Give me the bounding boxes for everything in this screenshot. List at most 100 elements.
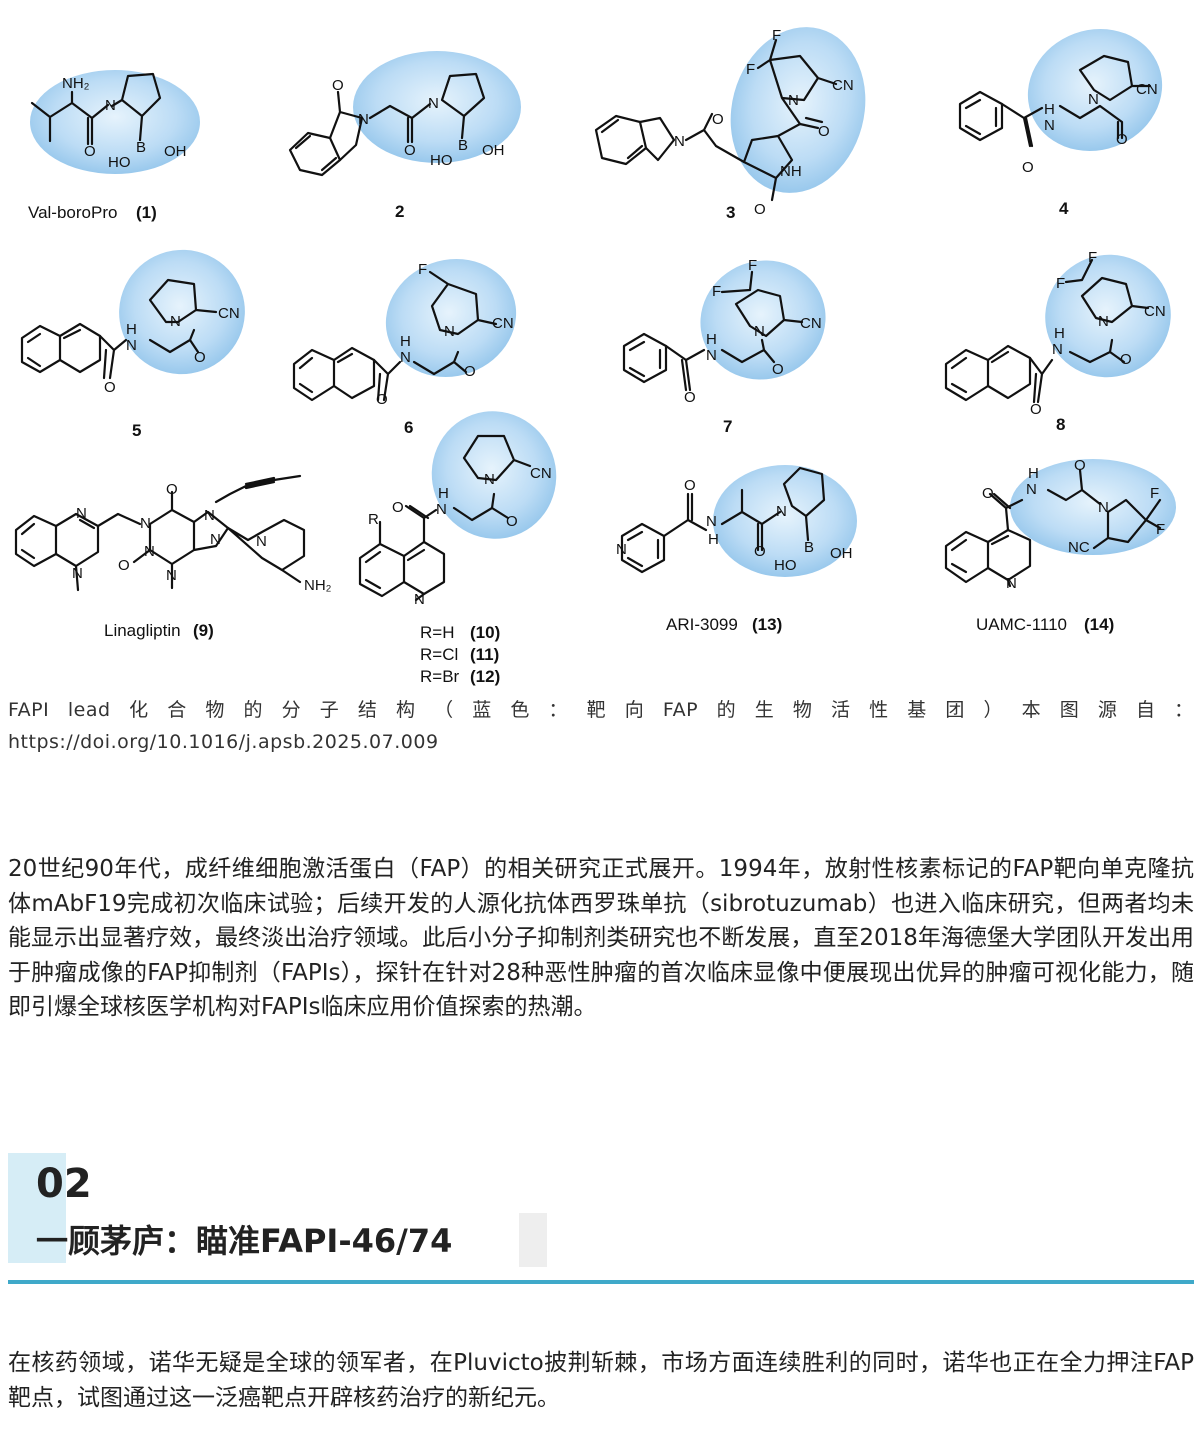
caption-token: 物 [792,699,813,721]
svg-text:B: B [804,539,814,556]
svg-text:B: B [458,137,468,154]
svg-text:F: F [746,61,755,78]
compound-number: 6 [404,418,413,437]
section-number: 02 [36,1161,92,1207]
svg-text:N: N [1088,91,1099,108]
caption-token: 自 [1136,699,1156,721]
svg-text:N: N [706,513,717,530]
compound-number: (1) [136,203,157,222]
svg-text:H: H [438,485,449,502]
svg-text:N: N [1026,481,1037,498]
svg-text:H: H [708,531,719,548]
svg-text:O: O [84,143,96,160]
caption-token: 子 [319,699,340,721]
svg-text:O: O [166,481,178,498]
compound-labels: Val-boroPro (1) 2 3 4 5 6 7 8 Linaglipti… [28,199,1114,686]
bond-lines [14,38,1162,602]
svg-text:N: N [484,471,495,488]
caption-token: 生 [754,699,775,721]
caption-token: 活 [831,699,851,721]
svg-text:N: N [400,349,411,366]
caption-token: 团 [945,699,965,721]
svg-text:H: H [126,321,137,338]
svg-text:O: O [1120,351,1132,368]
svg-text:N: N [1006,575,1017,592]
caption-source-url[interactable]: https://doi.org/10.1016/j.apsb.2025.07.0… [8,731,439,753]
svg-text:F: F [1156,521,1165,538]
svg-text:N: N [166,567,177,584]
svg-text:O: O [1030,401,1042,418]
compound-number: (9) [193,621,214,640]
caption-token: ： [1174,699,1194,721]
svg-text:F: F [1150,485,1159,502]
caption-token: （ [434,699,454,721]
svg-text:CN: CN [832,77,854,94]
svg-text:O: O [194,349,206,366]
svg-text:O: O [982,485,994,502]
caption-token: ） [983,699,1004,721]
svg-text:N: N [444,323,455,340]
svg-text:N: N [776,503,787,520]
r-group-label: R=Br [420,667,460,686]
caption-token: 物 [205,699,225,721]
svg-text:NC: NC [1068,539,1090,556]
svg-text:H: H [400,333,411,350]
svg-text:N: N [256,533,267,550]
caption-token: 的 [243,699,264,721]
compound-label: ARI-3099 [666,615,738,634]
paragraph-novartis: 在核药领域，诺华无疑是全球的领军者，在Pluvicto披荆斩棘，市场方面连续胜利… [8,1350,1194,1411]
svg-text:CN: CN [1144,303,1166,320]
caption-token: 合 [167,699,187,721]
compound-number: 4 [1059,199,1069,218]
svg-text:CN: CN [1136,81,1158,98]
svg-text:O: O [404,142,416,159]
caption-token: 结 [357,699,378,721]
r-group-number: (12) [470,667,500,686]
fap-binding-highlights [30,27,1176,577]
compound-label: Val-boroPro [28,203,117,222]
svg-text:H: H [1044,101,1055,118]
paragraph-history: 20世纪90年代，成纤维细胞激活蛋白（FAP）的相关研究正式展开。1994年，放… [8,856,1194,1020]
compound-number: (14) [1084,615,1114,634]
chemical-structures-image: NH₂ N O B HO OH O N O N B HO OH F F N CN… [14,27,1176,686]
svg-text:O: O [506,513,518,530]
atom-labels: NH₂ N O B HO OH O N O N B HO OH F F N CN… [62,27,1166,608]
svg-text:N: N [105,97,116,114]
svg-text:CN: CN [492,315,514,332]
svg-text:N: N [126,337,137,354]
svg-text:F: F [1056,275,1065,292]
svg-text:OH: OH [164,143,187,160]
svg-text:B: B [136,139,146,156]
svg-text:OH: OH [830,545,853,562]
svg-text:N: N [706,347,717,364]
svg-text:O: O [1074,457,1086,474]
svg-text:NH₂: NH₂ [304,577,332,594]
svg-text:N: N [788,92,799,109]
svg-text:NH: NH [780,163,802,180]
svg-text:N: N [428,95,439,112]
svg-text:N: N [1052,341,1063,358]
caption-token: 蓝 [472,699,492,721]
svg-text:F: F [748,257,757,274]
svg-text:O: O [464,363,476,380]
caption-token: 的 [716,699,737,721]
caption-token: 向 [624,699,645,721]
section-title: 一顾茅庐：瞄准FAPI-46/74 [36,1222,453,1260]
caption-token: lead [67,699,111,721]
r-group-label: R=H [420,623,454,642]
compound-number: 7 [723,417,732,436]
r-group-number: (11) [470,645,499,664]
caption-token: ： [548,699,569,721]
svg-text:N: N [436,501,447,518]
caption-token: 靶 [586,699,607,721]
svg-text:N: N [1098,313,1109,330]
section-accent-block [8,1153,66,1263]
r-group-label: R=Cl [420,645,458,664]
caption-token: FAP [662,699,699,721]
svg-text:F: F [418,261,427,278]
svg-text:N: N [170,313,181,330]
svg-text:N: N [140,515,151,532]
svg-text:O: O [684,389,696,406]
